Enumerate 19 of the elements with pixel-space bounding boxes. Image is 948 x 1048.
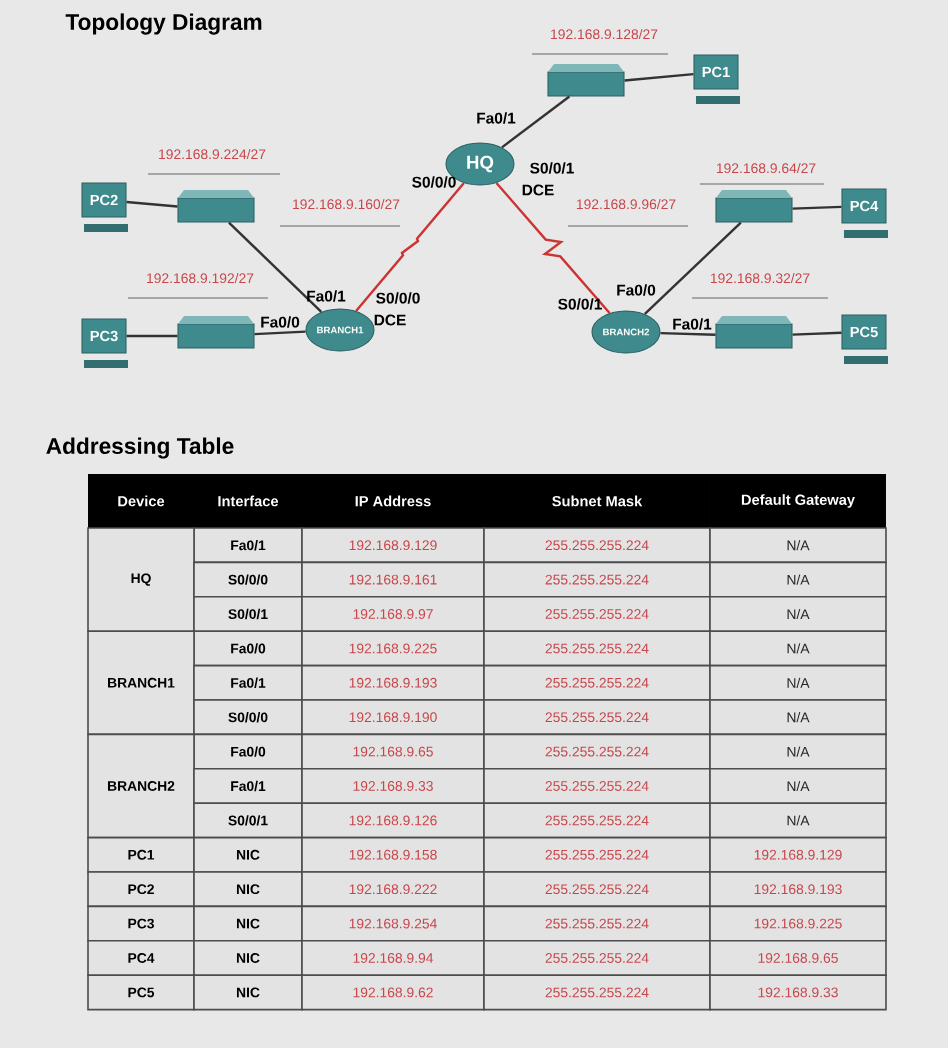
switch-icon (177, 190, 255, 223)
switch-icon (715, 316, 793, 349)
cable (501, 95, 571, 149)
switch-icon (715, 190, 793, 223)
cable (624, 72, 694, 82)
cable (644, 221, 742, 315)
diagram-title: Topology Diagram (65, 13, 262, 35)
serial-link (355, 182, 465, 312)
cable (792, 331, 842, 336)
cable (660, 331, 716, 336)
switch-icon (177, 316, 255, 349)
switch-icon (547, 64, 625, 97)
cable (126, 334, 178, 338)
serial-link (495, 182, 611, 314)
cable (228, 221, 323, 313)
section-heading: Addressing Table (46, 437, 234, 459)
cable (792, 205, 842, 210)
cable (254, 330, 306, 336)
cable (126, 200, 178, 208)
